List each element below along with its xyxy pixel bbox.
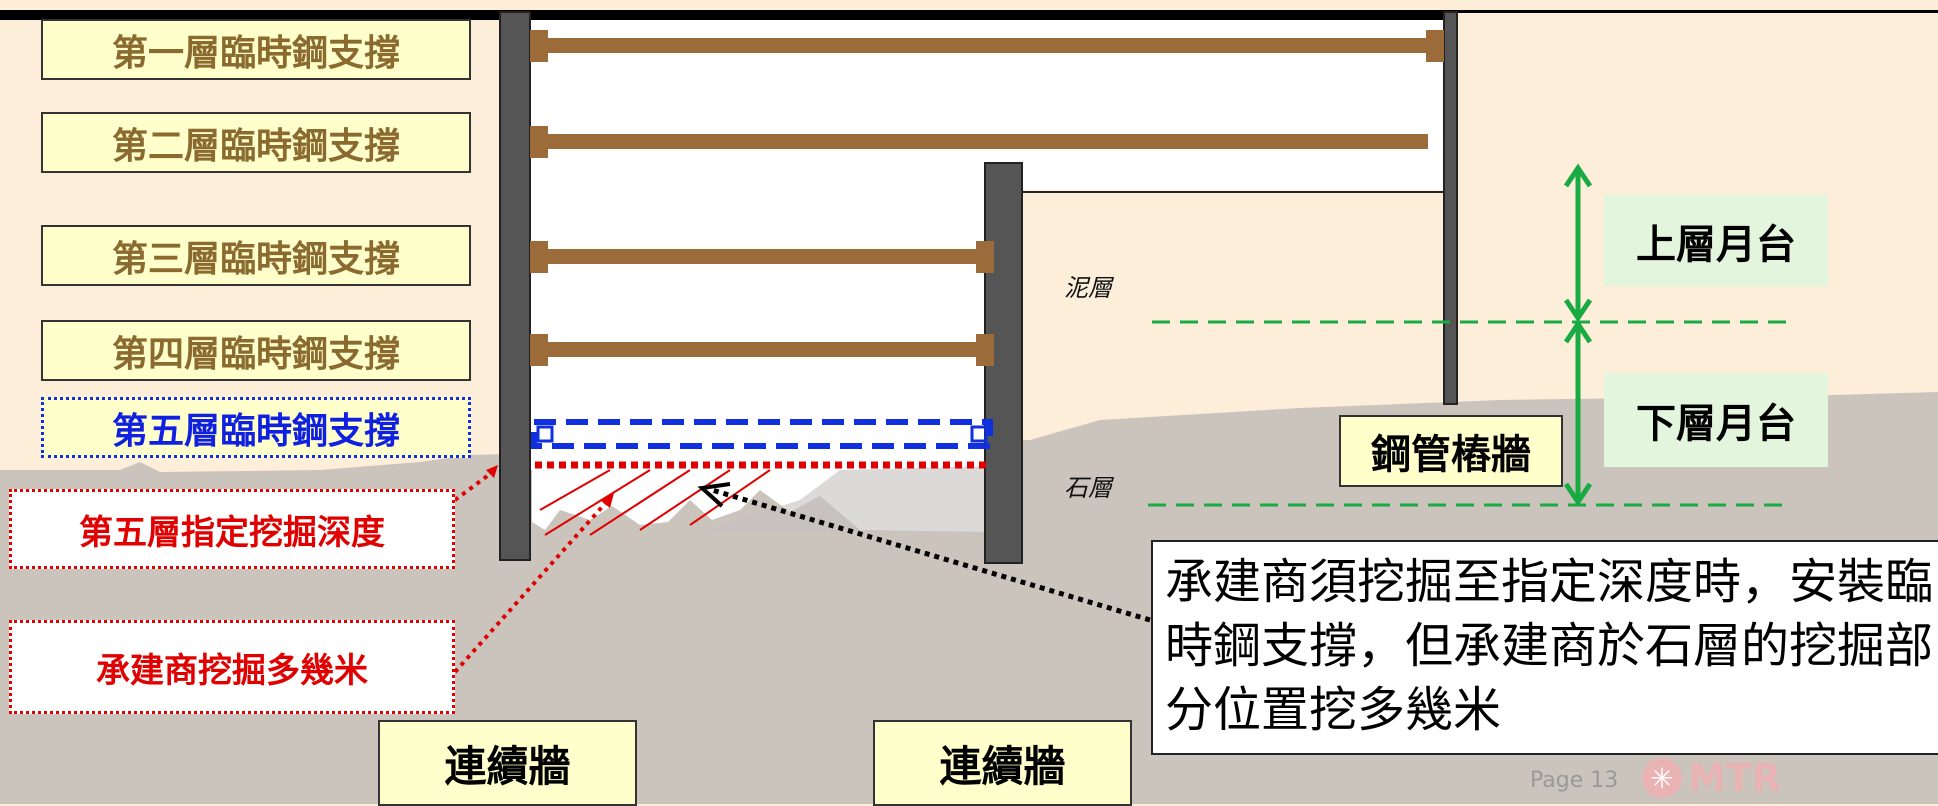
strut-3-cap-left — [530, 241, 548, 273]
depth-leader-arrowhead — [486, 465, 498, 478]
note-leader-line — [711, 487, 1151, 623]
over-excavation-leader-arrowhead — [600, 493, 614, 508]
lower-platform-label: 下層月台 — [1604, 373, 1828, 467]
diaphragm-wall-left-label: 連續牆 — [378, 720, 637, 806]
upper-platform-arrow-head-bottom — [1563, 298, 1593, 323]
lower-platform-arrow-head-top — [1563, 319, 1593, 344]
strut-4-cap-left — [530, 334, 548, 366]
strut-2 — [530, 134, 1428, 149]
upper-platform-label: 上層月台 — [1604, 195, 1828, 286]
strut-1-cap-right — [1426, 30, 1444, 62]
strut-label-1: 第一層臨時鋼支撐 — [41, 19, 471, 80]
diaphragm-wall-right-label: 連續牆 — [873, 720, 1132, 806]
diaphragm-wall-left — [499, 11, 531, 561]
over-excavation-leader-line — [453, 496, 612, 674]
clay-layer-label: 泥層 — [1064, 274, 1112, 302]
strut-4 — [530, 342, 990, 357]
ground-surface — [0, 10, 1450, 20]
over-excavation-hatch — [539, 469, 771, 536]
pipe-pile-wall — [1443, 11, 1458, 405]
strut-5-cap-left — [536, 425, 554, 443]
ground-surface-right — [1450, 10, 1938, 13]
note-leader-arrowhead — [697, 482, 731, 508]
lower-platform-arrow-head-bottom — [1563, 482, 1593, 507]
upper-platform-arrow-head-top — [1563, 163, 1593, 188]
strut-label-2: 第二層臨時鋼支撐 — [41, 112, 471, 173]
strut-1-cap-left — [530, 30, 548, 62]
over-excavation-callout: 承建商挖掘多幾米 — [9, 620, 455, 714]
strut-3-cap-right — [976, 241, 994, 273]
page-number: Page 13 — [1530, 768, 1619, 793]
explanation-note: 承建商須挖掘至指定深度時，安裝臨時鋼支撐，但承建商於石層的挖掘部分位置挖多幾米 — [1151, 540, 1938, 755]
strut-label-3: 第三層臨時鋼支撐 — [41, 225, 471, 286]
strut-1 — [530, 38, 1434, 53]
mtr-logo-icon: ✳ — [1642, 758, 1682, 798]
rock-layer-label: 石層 — [1064, 474, 1112, 502]
pipe-pile-wall-label: 鋼管樁牆 — [1339, 415, 1563, 487]
strut-5-dashed — [531, 419, 993, 449]
mtr-logo: ✳ MTR — [1642, 756, 1781, 800]
strut-label-5: 第五層臨時鋼支撐 — [41, 397, 471, 458]
designated-depth-callout: 第五層指定挖掘深度 — [9, 489, 455, 569]
over-excavation-rock — [700, 466, 992, 532]
strut-2-cap-left — [530, 126, 548, 158]
strut-5-cap-right — [970, 425, 988, 443]
excavation-lower — [530, 12, 1000, 470]
mtr-logo-text: MTR — [1688, 756, 1781, 800]
strut-3 — [530, 249, 990, 264]
strut-4-cap-right — [976, 334, 994, 366]
strut-label-4: 第四層臨時鋼支撐 — [41, 320, 471, 381]
